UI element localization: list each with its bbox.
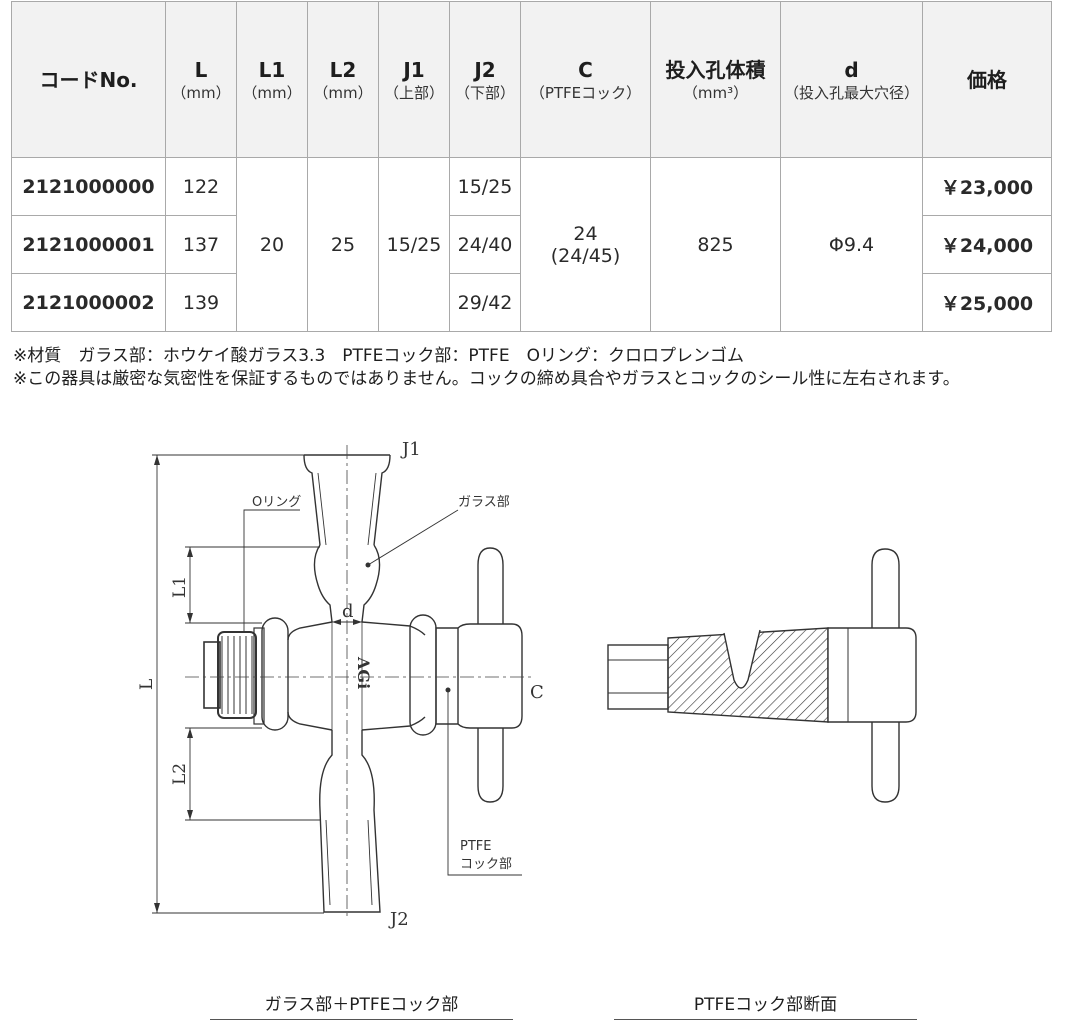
cell-l2: 25 [307, 157, 379, 332]
notes: ※材質 ガラス部：ホウケイ酸ガラス3.3 PTFEコック部：PTFE Oリング：… [13, 345, 1077, 391]
cell-j2: 15/25 [449, 157, 521, 216]
label-oring: Oリング [252, 495, 301, 510]
cell-d: Φ9.4 [780, 157, 923, 332]
label-d: d [342, 601, 354, 622]
stopcock-side-view [203, 454, 523, 913]
cock-cross-section [607, 548, 917, 803]
table-row: 2121000000 122 20 25 15/25 15/25 24 (24/… [11, 157, 1052, 332]
nut-teeth [221, 636, 253, 714]
lower-joint-inner-right [367, 819, 373, 906]
cell-price: ￥23,000 [922, 157, 1052, 216]
technical-drawing: J1 J2 Oリング ガラス部 L L1 L2 d C PTFE コック部 AG… [137, 439, 917, 930]
lower-joint-shape [319, 809, 381, 913]
cell-code: 2121000002 [11, 273, 166, 332]
section-hex-end [607, 644, 669, 710]
spec-table: コードNo. L（mm） L1（mm） L2（mm） J1（上部） J2（下部）… [11, 1, 1052, 332]
cell-c-line1: 24 [573, 222, 598, 245]
cell-l: 137 [165, 215, 237, 274]
cell-c: 24 (24/45) [520, 157, 651, 332]
cock-body [435, 623, 523, 729]
label-ptfe-2: コック部 [460, 857, 512, 872]
label-l1: L1 [170, 576, 190, 598]
section-handle [871, 548, 900, 803]
label-j2: J2 [388, 909, 409, 930]
dimension-lines [152, 454, 522, 914]
cell-l: 122 [165, 157, 237, 216]
cell-price: ￥24,000 [922, 215, 1052, 274]
header-volume: 投入孔体積（mm³） [650, 1, 781, 158]
caption-right: PTFEコック部断面 [614, 993, 917, 1020]
label-ptfe-1: PTFE [460, 839, 491, 854]
label-j1: J1 [400, 439, 421, 460]
label-c: C [530, 682, 544, 703]
cell-j2: 24/40 [449, 215, 521, 274]
table-row: 2121000002 139 29/42 ￥25,000 [11, 273, 1052, 332]
cell-volume: 825 [650, 157, 781, 332]
cell-code: 2121000001 [11, 215, 166, 274]
lower-joint-inner-left [325, 819, 331, 906]
table-row: 2121000001 137 24/40 ￥24,000 [11, 215, 1052, 274]
drawing-labels: J1 J2 Oリング ガラス部 L L1 L2 d C PTFE コック部 AG… [137, 439, 544, 930]
header-price: 価格 [922, 1, 1052, 158]
note-material: ※材質 ガラス部：ホウケイ酸ガラス3.3 PTFEコック部：PTFE Oリング：… [13, 346, 744, 366]
section-collar [827, 627, 917, 723]
table-header-row: コードNo. L（mm） L1（mm） L2（mm） J1（上部） J2（下部）… [11, 1, 1052, 158]
cock-handle [477, 547, 504, 803]
upper-joint-inner-right [367, 472, 377, 546]
dimension-arrows [154, 455, 451, 913]
left-flange [261, 617, 289, 731]
upper-neck [313, 544, 381, 623]
cell-c-line2: (24/45) [550, 244, 621, 267]
lower-neck [319, 730, 375, 811]
cell-l: 139 [165, 273, 237, 332]
header-l: L（mm） [165, 1, 237, 158]
upper-joint-inner-left [317, 472, 327, 546]
cell-j1: 15/25 [378, 157, 450, 332]
nut-cap [203, 641, 221, 709]
cell-code: 2121000000 [11, 157, 166, 216]
body-left-arm [287, 621, 333, 731]
oring-nut [217, 631, 257, 719]
label-l2: L2 [170, 763, 190, 785]
note-airtight: ※この器具は厳密な気密性を保証するものではありません。コックの締め具合やガラスと… [13, 369, 960, 389]
label-glass: ガラス部 [458, 495, 510, 510]
oring-seat [253, 627, 265, 725]
section-hole [723, 629, 761, 689]
header-j2: J2（下部） [449, 1, 521, 158]
caption-left: ガラス部＋PTFEコック部 [210, 993, 513, 1020]
manufacturer-mark: AGi [354, 656, 373, 689]
cell-price: ￥25,000 [922, 273, 1052, 332]
cell-l1: 20 [236, 157, 308, 332]
header-l2: L2（mm） [307, 1, 379, 158]
label-l: L [137, 679, 157, 690]
header-code: コードNo. [11, 1, 166, 158]
center-lines [185, 445, 535, 920]
header-d: d（投入孔最大穴径） [780, 1, 923, 158]
header-c: C（PTFEコック） [520, 1, 651, 158]
cell-j2: 29/42 [449, 273, 521, 332]
header-l1: L1（mm） [236, 1, 308, 158]
header-j1: J1（上部） [378, 1, 450, 158]
